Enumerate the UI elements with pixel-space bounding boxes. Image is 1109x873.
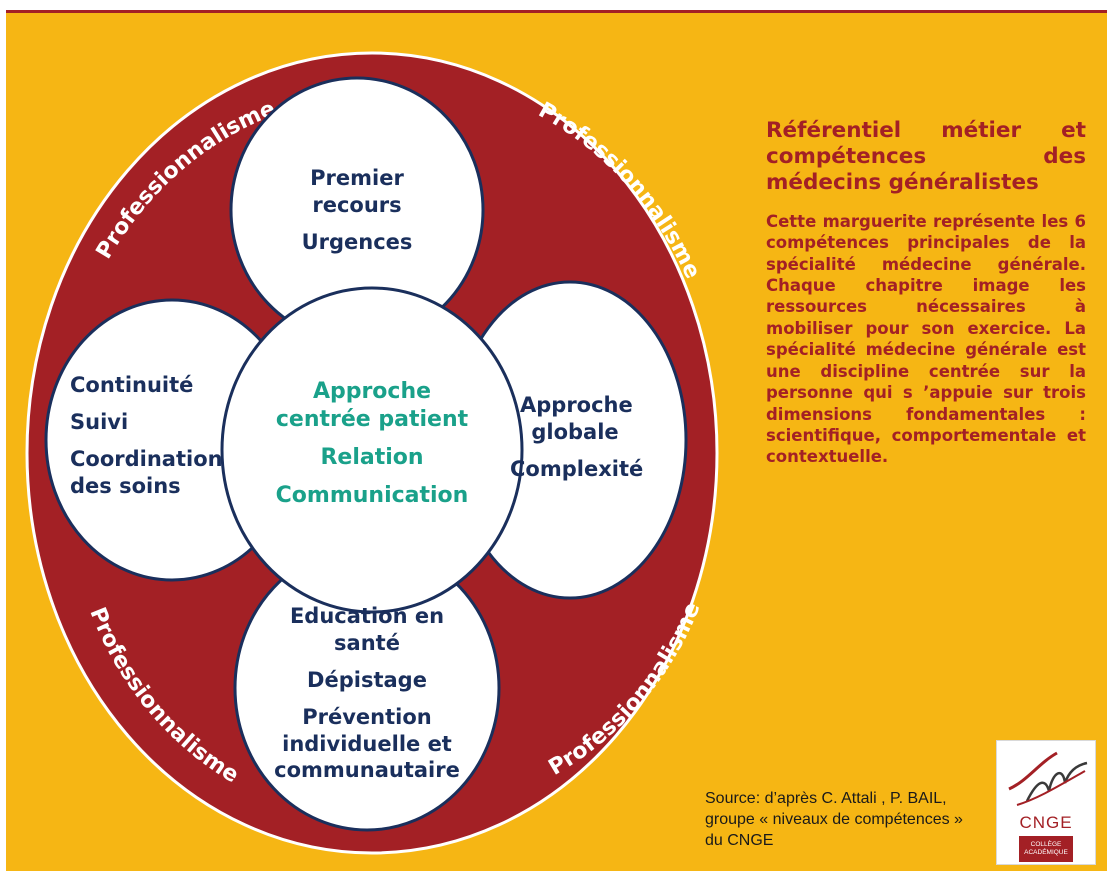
cnge-logo: CNGE COLLÈGE ACADÉMIQUE xyxy=(996,740,1096,865)
info-body: Cette marguerite représente les 6 compét… xyxy=(766,211,1086,467)
petal-center-text: Approche centrée patient Relation Commun… xyxy=(262,378,482,521)
source-line-3: du CNGE xyxy=(705,831,774,849)
cnge-logo-sub-1: COLLÈGE xyxy=(1030,841,1062,848)
petal-bottom-text: Education en santé Dépistage Prévention … xyxy=(262,603,472,794)
source-line-2: groupe « niveaux de compétences » xyxy=(705,810,963,828)
cnge-logo-sub-2: ACADÉMIQUE xyxy=(1024,848,1068,856)
petal-bottom-line-2: Dépistage xyxy=(307,667,427,692)
petal-bottom-line-3: Prévention individuelle et communautaire xyxy=(274,704,460,783)
petal-center-line-1: Approche centrée patient xyxy=(275,379,469,433)
petal-left-line-2: Suivi xyxy=(70,409,129,434)
petal-top-text: Premier recours Urgences xyxy=(262,165,452,266)
petal-top-line-2: Urgences xyxy=(301,229,413,254)
petal-right-line-1: Approche globale xyxy=(520,393,633,444)
petal-center-line-2: Relation xyxy=(320,445,424,471)
cnge-logo-band: COLLÈGE ACADÉMIQUE xyxy=(1019,836,1073,862)
petal-left-line-1: Continuité xyxy=(70,373,194,397)
petal-right-text: Approche globale Complexité xyxy=(510,392,644,493)
petal-bottom-line-1: Education en santé xyxy=(289,604,445,655)
cnge-logo-mark-icon xyxy=(1008,751,1088,806)
petal-left-line-3: Coordination des soins xyxy=(70,446,223,498)
petal-top-line-1: Premier recours xyxy=(310,166,404,217)
petal-center xyxy=(220,286,524,614)
petal-right-line-2: Complexité xyxy=(510,456,644,481)
source-line-1: Source: d’après C. Attali , P. BAIL, xyxy=(705,790,947,807)
info-panel: Référentiel métier et compétences des mé… xyxy=(766,118,1086,468)
petal-center-line-3: Communication xyxy=(275,483,469,509)
petal-left-text: Continuité Suivi Coordination des soins xyxy=(70,372,240,510)
cnge-logo-name: CNGE xyxy=(1019,813,1073,832)
info-title: Référentiel métier et compétences des mé… xyxy=(766,118,1086,196)
source-note: Source: d’après C. Attali , P. BAIL, gro… xyxy=(705,789,995,851)
